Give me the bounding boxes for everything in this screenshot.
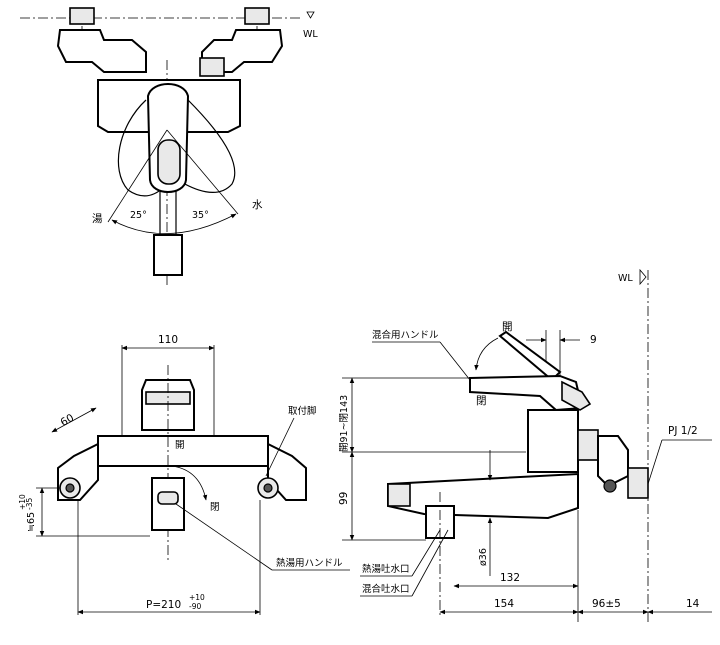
- hot-label: 湯: [92, 213, 103, 225]
- top-right-nut: [244, 7, 270, 25]
- dim-60-line: [51, 407, 97, 433]
- side-spout-tip: [387, 483, 411, 507]
- dim-96-text: 96±5: [592, 598, 621, 610]
- dim-p-tol-lower: -90: [189, 602, 201, 611]
- cold-label: 水: [252, 199, 263, 211]
- dim-9-text: 9: [590, 334, 597, 346]
- top-left-nut: [69, 7, 95, 25]
- top-view: WL 湯 水 25° 35°: [20, 7, 318, 285]
- angle-arc: [111, 213, 237, 234]
- dim-65-text: ≒65: [26, 512, 37, 532]
- side-fitting-knob: [603, 479, 617, 493]
- mounting-leg-leader: [265, 417, 295, 477]
- top-wl-label: WL: [303, 29, 318, 40]
- dim-132-text: 132: [500, 572, 520, 584]
- side-wl-label: WL: [618, 273, 633, 284]
- dim-36-text: ø36: [478, 548, 489, 566]
- side-closed-label: 閉: [476, 395, 487, 407]
- front-view: 110 60 取付脚 開 閉 ≒65 +10 -35: [18, 334, 350, 615]
- angle-left-label: 25°: [130, 210, 147, 221]
- top-lever-grip: [157, 139, 181, 185]
- front-rotate-arrow: [171, 465, 208, 501]
- side-rotate-arrow: [474, 337, 499, 371]
- side-lever-band: [561, 380, 592, 411]
- dim-154-text: 154: [494, 598, 514, 610]
- hot-outlet-leader: [411, 529, 441, 577]
- pj-leader: [647, 439, 663, 485]
- front-thermo-handle: [157, 491, 179, 505]
- side-connector: [577, 429, 599, 461]
- mix-outlet-label: 混合吐水口: [362, 583, 410, 595]
- top-left-leg: [56, 29, 147, 73]
- dim-60-text: 60: [59, 412, 77, 429]
- side-wl-mark: [639, 268, 647, 286]
- dim-110-text: 110: [158, 334, 178, 346]
- thermo-handle-label: 熱湯用ハンドル: [276, 557, 343, 569]
- thermo-handle-leader: [175, 503, 273, 571]
- front-right-nut-core: [263, 483, 273, 493]
- angle-ray-right: [166, 129, 239, 215]
- top-right-union: [199, 57, 225, 77]
- top-spout: [153, 234, 183, 276]
- pj-label: PJ 1/2: [668, 425, 698, 437]
- dim-65-tol-upper: +10: [18, 494, 27, 510]
- angle-right-label: 35°: [192, 210, 209, 221]
- dim-14-text: 14: [686, 598, 700, 610]
- front-closed-label: 閉: [210, 502, 220, 513]
- side-wall-fitting: [597, 435, 629, 488]
- dim-65-tol-lower: -35: [25, 498, 34, 510]
- angle-ray-left: [107, 129, 168, 223]
- hot-outlet-label: 熱湯吐水口: [362, 563, 410, 575]
- dim-height-text: 開91~閉143: [339, 395, 350, 452]
- front-open-label: 開: [175, 440, 185, 451]
- top-wl-mark: [306, 11, 315, 19]
- side-main-body: [527, 409, 579, 473]
- dim-99-text: 99: [338, 492, 350, 505]
- mix-outlet-leader: [411, 529, 449, 597]
- mixing-handle-label: 混合用ハンドル: [372, 329, 439, 341]
- mixing-handle-leader: [439, 341, 471, 381]
- side-view: WL 9 混合用ハンドル 開 閉 PJ 1/2: [338, 268, 712, 625]
- side-wall-nut: [627, 467, 649, 499]
- side-lever-open: [498, 330, 562, 382]
- front-main-body: [97, 435, 269, 467]
- top-lever-sweep-right: [177, 99, 236, 193]
- mounting-leg-label: 取付脚: [288, 406, 317, 417]
- side-spout: [387, 472, 579, 520]
- side-open-label: 開: [502, 321, 513, 333]
- dim-p-text: P=210: [146, 599, 181, 611]
- dim-p-tol-upper: +10: [189, 593, 205, 602]
- front-left-nut-core: [65, 483, 75, 493]
